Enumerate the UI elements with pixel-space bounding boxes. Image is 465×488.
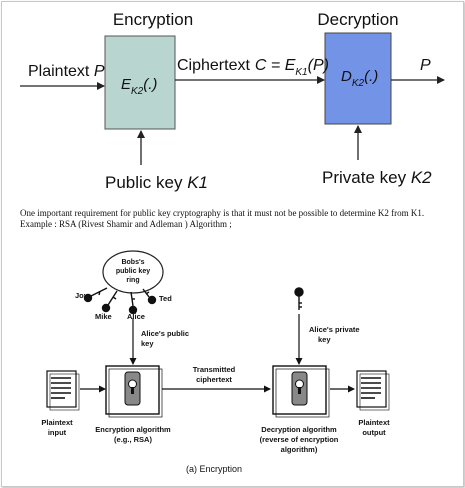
name-ted: Ted — [159, 294, 172, 303]
plaintext-output-2: output — [362, 428, 386, 437]
plaintext-input-1: Plaintext — [41, 418, 73, 427]
plaintext-label: Plaintext P — [28, 63, 105, 80]
figure-caption: (a) Encryption — [186, 464, 242, 474]
transmitted-1: Transmitted — [193, 365, 236, 374]
rsa-diagram: Bobs's public key ring Joy Mike Alice Te… — [41, 250, 390, 474]
alice-key-icon — [128, 291, 138, 315]
alice-private-key-2: key — [318, 335, 331, 344]
decryption-algorithm-box — [272, 365, 330, 418]
ring-label-3: ring — [126, 277, 139, 284]
private-key-icon — [294, 287, 304, 310]
plaintext-input-document-icon — [46, 370, 80, 411]
encryption-title: Encryption — [113, 10, 193, 29]
encryption-algorithm-1: Encryption algorithm — [95, 425, 171, 434]
decryption-algorithm-3: algorithm) — [281, 445, 318, 454]
name-alice: Alice — [127, 312, 145, 321]
encryption-algorithm-box — [105, 365, 163, 418]
ring-label-2: public key — [116, 268, 150, 275]
ring-label-1: Bobs's — [121, 259, 144, 266]
example-text: Example : RSA (Rivest Shamir and Adleman… — [20, 219, 232, 229]
encryption-algorithm-2: (e.g., RSA) — [114, 435, 152, 444]
decryption-title: Decryption — [317, 10, 398, 29]
decryption-algorithm-2: (reverse of encryption — [260, 435, 339, 444]
plaintext-output-document-icon — [356, 370, 390, 411]
name-joy: Joy — [75, 291, 89, 300]
top-diagram: Encryption Decryption EK2(.) DK2(.) Plai… — [20, 10, 445, 192]
decryption-algorithm-1: Decryption algorithm — [261, 425, 337, 434]
key-ring — [102, 250, 164, 294]
alice-public-key-2: key — [141, 339, 154, 348]
public-key-label: Public key K1 — [105, 173, 208, 192]
private-key-label: Private key K2 — [322, 168, 432, 187]
plaintext-input-2: input — [48, 428, 67, 437]
plaintext-output-1: Plaintext — [358, 418, 390, 427]
output-p-label: P — [420, 57, 431, 74]
alice-private-key-1: Alice's private — [309, 325, 360, 334]
transmitted-2: ciphertext — [196, 375, 232, 384]
enc-function-label: EK2(.) — [121, 76, 157, 97]
dec-function-label: DK2(.) — [341, 68, 378, 89]
decryption-box — [324, 32, 392, 125]
alice-public-key-1: Alice's public — [141, 329, 189, 338]
name-mike: Mike — [95, 312, 112, 321]
joy-key-icon — [83, 287, 108, 303]
encryption-box — [104, 35, 176, 130]
ted-key-icon — [142, 288, 157, 305]
requirement-text: One important requirement for public key… — [20, 208, 425, 218]
mike-key-icon — [101, 290, 118, 313]
